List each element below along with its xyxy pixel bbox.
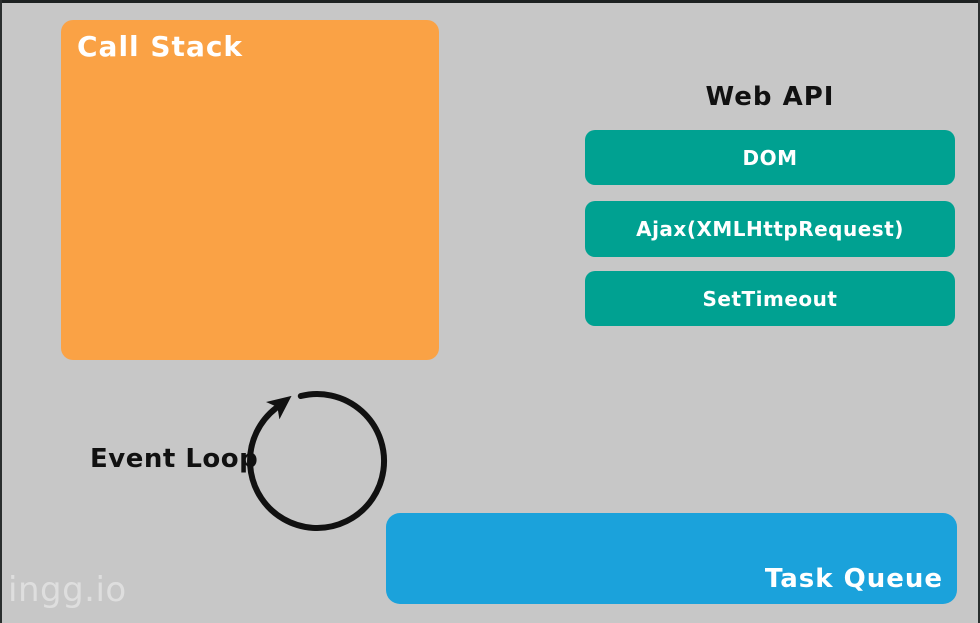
- web-api-item-ajax-label: Ajax(XMLHttpRequest): [636, 217, 904, 241]
- frame-edge-left: [0, 0, 2, 623]
- frame-edge-top: [0, 0, 980, 3]
- event-loop-cycle-arrow-icon: [247, 391, 388, 531]
- task-queue-label: Task Queue: [764, 564, 943, 594]
- watermark-text: ingg.io: [8, 570, 127, 610]
- call-stack-label: Call Stack: [77, 30, 244, 63]
- web-api-item-dom: DOM: [585, 130, 955, 185]
- web-api-title: Web API: [705, 82, 835, 112]
- event-loop-label: Event Loop: [90, 444, 259, 474]
- web-api-item-ajax: Ajax(XMLHttpRequest): [585, 201, 955, 257]
- task-queue-box: Task Queue: [386, 513, 957, 604]
- web-api-item-settimeout: SetTimeout: [585, 271, 955, 326]
- call-stack-box: Call Stack: [61, 20, 439, 360]
- web-api-item-settimeout-label: SetTimeout: [702, 286, 838, 311]
- web-api-item-dom-label: DOM: [742, 145, 798, 170]
- frame-edge-right: [978, 0, 980, 623]
